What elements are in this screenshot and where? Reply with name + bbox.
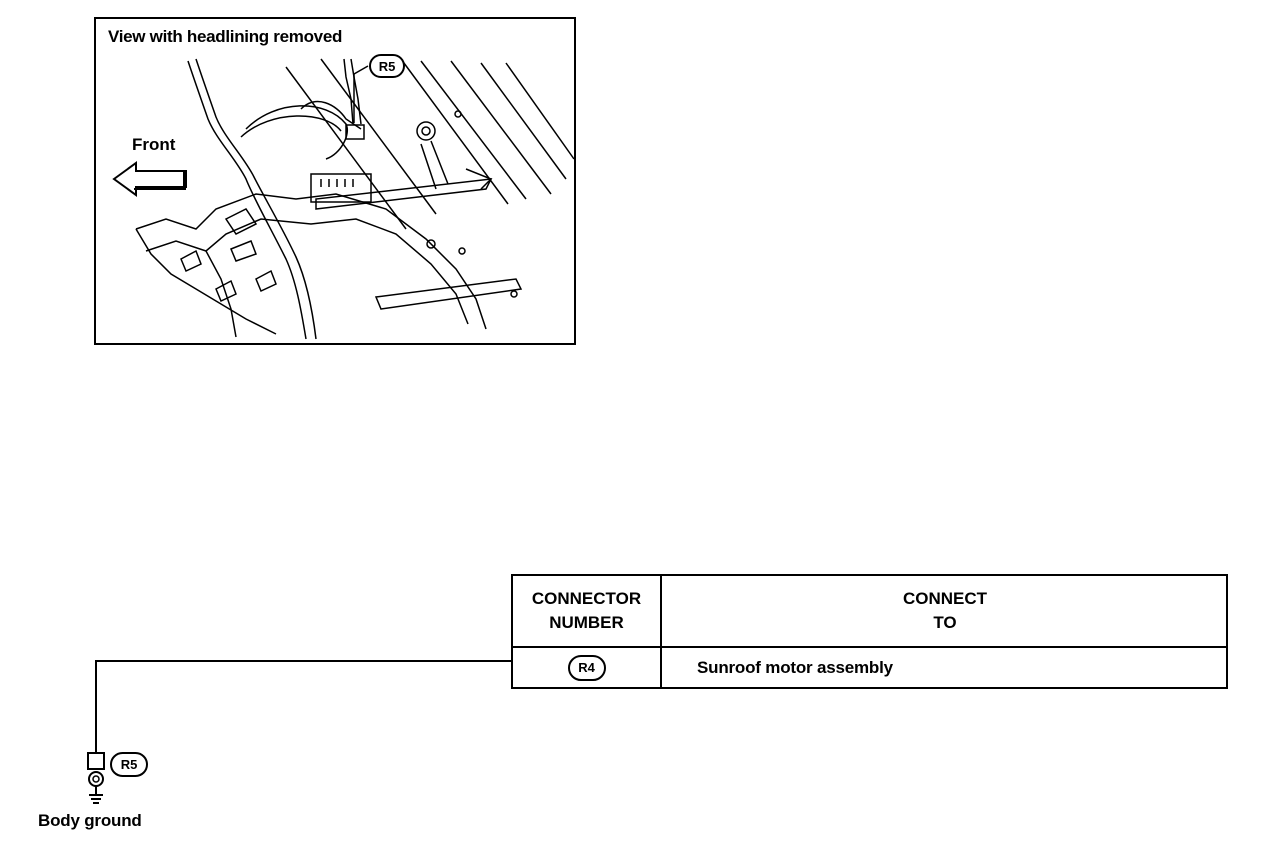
body-ground-label: Body ground	[38, 811, 142, 830]
arrow-left-icon	[112, 161, 187, 197]
front-direction-label: Front	[132, 135, 176, 154]
detail-view-panel: View with headlining removed R5 Front	[94, 17, 576, 345]
connector-badge-r4: R4	[567, 654, 606, 681]
row-divider	[513, 646, 1226, 648]
connector-callout-r5: R5	[369, 54, 405, 78]
column-divider	[660, 576, 662, 687]
table-row-connect-to-cell: Sunroof motor assembly	[697, 657, 893, 677]
header-connector-number: CONNECTOR NUMBER	[531, 589, 642, 632]
terminal-square	[87, 752, 105, 770]
headlining-illustration	[112, 58, 574, 340]
detail-view-title: View with headlining removed	[108, 27, 343, 46]
ground-symbol-icon	[89, 786, 103, 804]
connector-table: CONNECTOR NUMBER CONNECT TO R4 Sunroof m…	[511, 574, 1228, 689]
ground-connector-badge-r5: R5	[110, 752, 148, 777]
ring-eyelet	[88, 771, 104, 787]
header-connect-to: CONNECT TO	[902, 589, 988, 632]
table-row-connector-cell: R4	[513, 648, 660, 687]
